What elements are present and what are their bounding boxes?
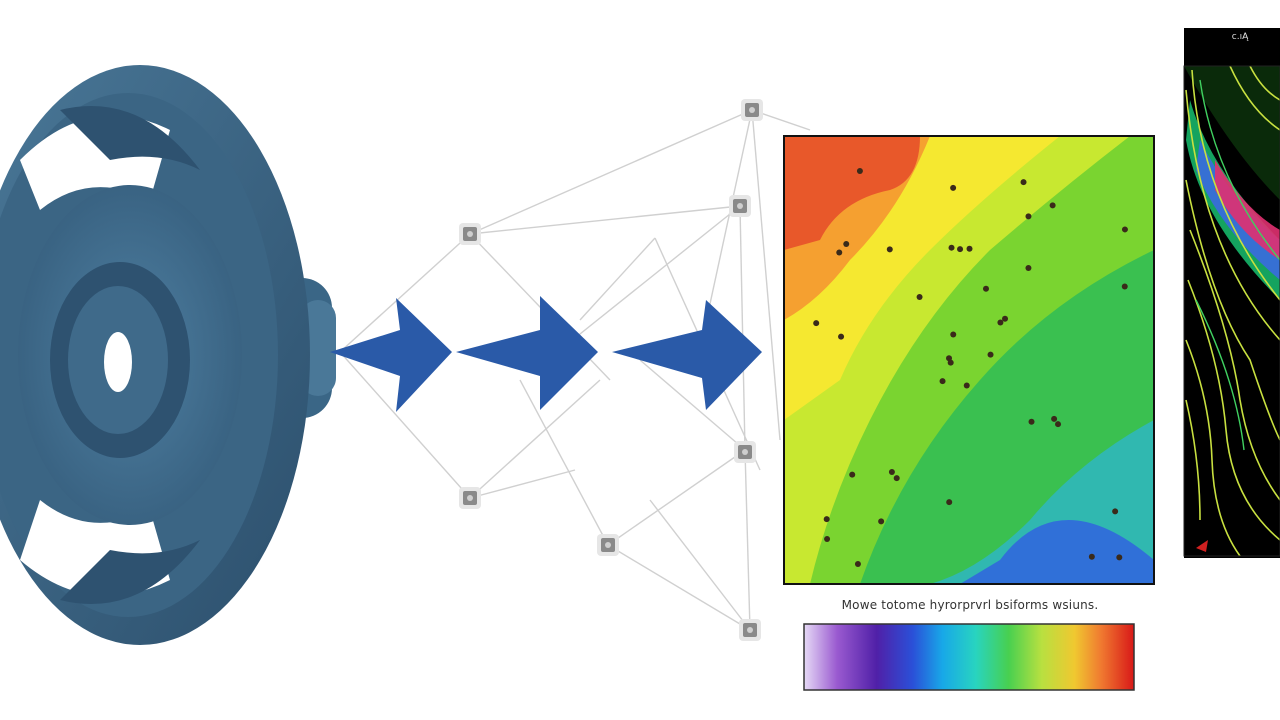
sample-point [1020, 179, 1027, 186]
sample-point [939, 378, 946, 385]
sample-point [1025, 264, 1032, 271]
sample-point [813, 320, 820, 327]
sample-point [997, 319, 1004, 326]
arrow-1 [330, 298, 452, 412]
sample-point [849, 471, 856, 478]
sample-point [1088, 553, 1095, 560]
sample-point [966, 245, 973, 252]
sample-point [982, 285, 989, 292]
sample-point [1025, 213, 1032, 220]
sample-point [836, 249, 843, 256]
node-icon [459, 223, 481, 245]
sample-point [1112, 508, 1119, 515]
sample-point [878, 518, 885, 525]
sample-point [963, 382, 970, 389]
sample-point [1055, 421, 1062, 428]
contour-panel [1183, 28, 1280, 558]
sample-point [1116, 554, 1123, 561]
node-icon [734, 441, 756, 463]
sample-point [950, 331, 957, 338]
node-icon [729, 195, 751, 217]
sample-point [1049, 202, 1056, 209]
flow-arrows [330, 296, 762, 412]
node-icon [459, 487, 481, 509]
sample-point [1121, 226, 1128, 233]
sample-point [946, 499, 953, 506]
sample-point [957, 246, 964, 253]
sample-point [1028, 418, 1035, 425]
sample-point [946, 355, 953, 362]
sample-point [824, 536, 831, 543]
sample-point [893, 475, 900, 482]
colorbar [803, 623, 1135, 691]
arrow-2 [456, 296, 598, 410]
sample-point [950, 184, 957, 191]
heatmap-sample-points [813, 168, 1128, 567]
sample-point [987, 351, 994, 358]
sample-point [1051, 415, 1058, 422]
node-icon [597, 534, 619, 556]
sample-point [856, 168, 863, 175]
mechanical-part [0, 65, 336, 645]
sample-point [916, 294, 923, 301]
network-edges [339, 109, 811, 631]
sample-point [843, 241, 850, 248]
node-icon [741, 99, 763, 121]
sample-point [886, 246, 893, 253]
sample-point [838, 333, 845, 340]
arrow-3 [612, 300, 762, 410]
sample-point [854, 560, 861, 567]
sample-point [1002, 315, 1009, 322]
sample-point [888, 468, 895, 475]
node-icon [739, 619, 761, 641]
network-nodes [459, 99, 763, 641]
sample-point [1121, 283, 1128, 290]
contour-panel-label: c.ıĄ [1231, 32, 1249, 42]
colorbar-caption: Mowe totome hyrorprvrl bsiforms wsiuns. [841, 598, 1099, 612]
heatmap-panel [783, 135, 1155, 585]
sample-point [823, 516, 830, 523]
sample-point [948, 244, 955, 251]
